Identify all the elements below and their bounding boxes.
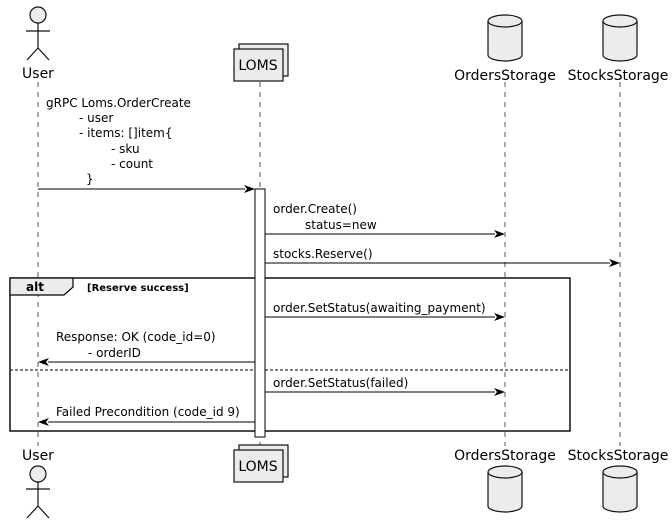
arrowhead <box>494 388 505 396</box>
user-actor-top: User <box>22 6 54 82</box>
message-label: - count <box>111 157 153 171</box>
message-label: Failed Precondition (code_id 9) <box>56 405 240 419</box>
message-label: status=new <box>305 218 377 232</box>
arrowhead <box>494 313 505 321</box>
loms-box-top: LOMS <box>233 43 289 82</box>
message-label: order.Create() <box>273 202 357 216</box>
arrowhead <box>38 358 49 366</box>
orders-storage-label-bottom: OrdersStorage <box>454 448 556 464</box>
loms-box-front-bottom <box>233 449 284 483</box>
message-label: Response: OK (code_id=0) <box>56 330 216 344</box>
loms-label-bottom: LOMS <box>238 459 277 475</box>
alt-frame-tab <box>9 277 74 296</box>
user-actor-icon <box>26 465 50 519</box>
stocks-storage-bottom: StocksStorage <box>568 448 669 513</box>
database-icon <box>602 465 638 513</box>
stocks-storage-label-top: StocksStorage <box>568 68 669 84</box>
message-set-status-awaiting: order.SetStatus(awaiting_payment) <box>265 301 505 321</box>
arrowhead <box>38 418 49 426</box>
loms-label-top: LOMS <box>238 58 277 74</box>
orders-storage-label-top: OrdersStorage <box>454 68 556 84</box>
message-label: - user <box>79 111 113 125</box>
user-label-top: User <box>22 66 54 82</box>
message-order-create-db: order.Create() status=new <box>265 202 505 238</box>
database-icon <box>487 465 523 513</box>
message-label: gRPC Loms.OrderCreate <box>46 96 191 110</box>
message-label: order.SetStatus(awaiting_payment) <box>273 301 486 315</box>
message-set-status-failed: order.SetStatus(failed) <box>265 376 505 396</box>
arrowhead <box>609 259 620 267</box>
alt-frame-keyword: alt <box>26 280 44 294</box>
message-label: stocks.Reserve() <box>273 247 373 261</box>
message-order-create: gRPC Loms.OrderCreate - user - items: []… <box>38 96 255 193</box>
stocks-storage-top: StocksStorage <box>568 14 669 84</box>
database-icon <box>487 14 523 62</box>
message-stocks-reserve: stocks.Reserve() <box>265 247 620 267</box>
alt-frame: alt [Reserve success] <box>9 277 571 432</box>
message-label: - sku <box>111 142 140 156</box>
alt-frame-guard: [Reserve success] <box>87 283 189 294</box>
user-actor-bottom: User <box>22 448 54 519</box>
user-actor-icon <box>26 6 50 61</box>
loms-activation-bar <box>254 188 266 438</box>
message-label: - items: []item{ <box>79 126 172 140</box>
database-icon <box>602 14 638 62</box>
message-label: order.SetStatus(failed) <box>273 376 408 390</box>
alt-frame-border <box>9 277 571 432</box>
arrowhead <box>494 230 505 238</box>
orders-storage-bottom: OrdersStorage <box>454 448 556 513</box>
message-label: } <box>86 172 94 186</box>
message-response-ok: Response: OK (code_id=0) - orderID <box>38 330 255 366</box>
message-label: - orderID <box>88 346 141 360</box>
stocks-storage-label-bottom: StocksStorage <box>568 448 669 464</box>
orders-storage-top: OrdersStorage <box>454 14 556 84</box>
loms-box-bottom: LOMS <box>233 444 289 483</box>
message-failed-precondition: Failed Precondition (code_id 9) <box>38 405 255 426</box>
loms-box-front-top <box>233 48 284 82</box>
user-label-bottom: User <box>22 448 54 464</box>
arrowhead <box>244 185 255 193</box>
